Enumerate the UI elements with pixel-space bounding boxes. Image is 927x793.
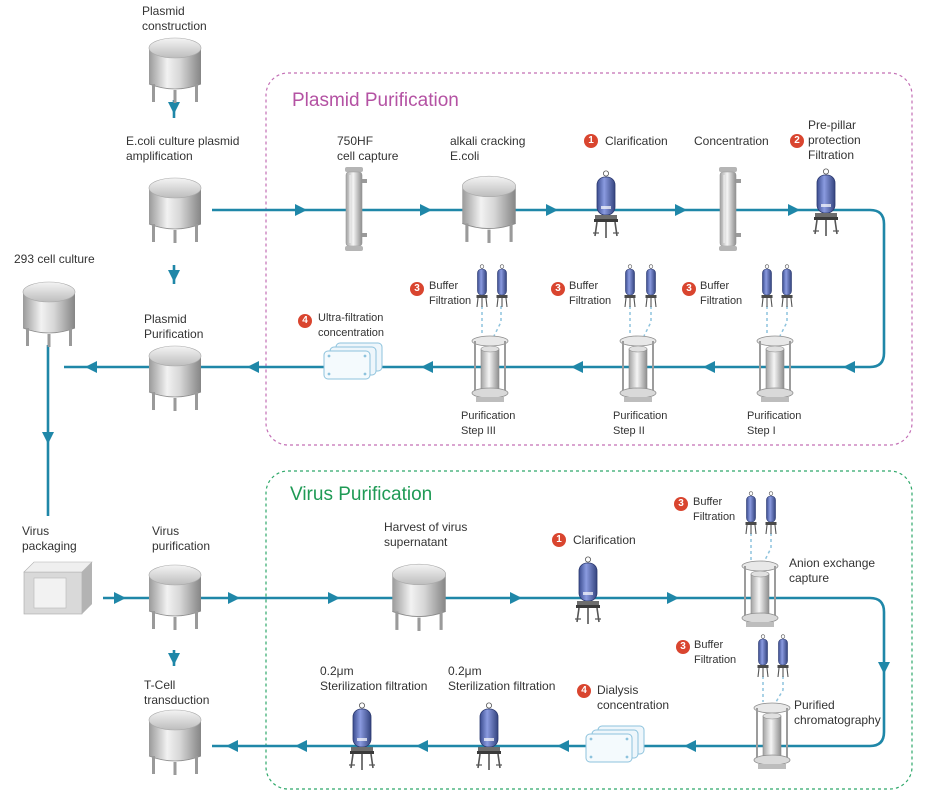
label-ecoli-culture: E.coli culture plasmid amplification bbox=[126, 134, 240, 163]
badge-ultrafiltration: 4 bbox=[298, 314, 312, 328]
chrom-step1 bbox=[756, 335, 794, 403]
label-tcell: T-Cell transduction bbox=[144, 678, 210, 707]
clarification-filter bbox=[592, 170, 620, 239]
tank-293 bbox=[22, 281, 76, 348]
label-steril-2: 0.2μm Sterilization filtration bbox=[448, 664, 556, 693]
chrom-step2 bbox=[619, 335, 657, 403]
plasmid-section-title: Plasmid Purification bbox=[292, 90, 459, 111]
purified-vial-a bbox=[756, 634, 770, 678]
badge-plasmid-clarification: 1 bbox=[584, 134, 598, 148]
anion-vial-a bbox=[744, 491, 758, 535]
buffer-vial-2a bbox=[623, 264, 637, 308]
label-plasmid-purification: Plasmid Purification bbox=[144, 312, 204, 341]
dialysis-cassette bbox=[585, 725, 645, 763]
label-buffer-step2: Buffer Filtration bbox=[569, 280, 612, 307]
buffer-vial-1a bbox=[760, 264, 774, 308]
label-concentration: Concentration bbox=[694, 134, 769, 148]
label-purification-step3: Purification Step III bbox=[461, 410, 516, 437]
label-buffer-step3: Buffer Filtration bbox=[429, 280, 472, 307]
steril-filter-2 bbox=[475, 702, 503, 771]
anion-vial-b bbox=[764, 491, 778, 535]
virus-section-border bbox=[265, 470, 913, 790]
badge-purified-buffer: 3 bbox=[676, 640, 690, 654]
tank-plasmid-construction bbox=[148, 37, 202, 104]
tank-harvest bbox=[391, 563, 447, 632]
label-harvest: Harvest of virus supernatant bbox=[384, 520, 468, 549]
badge-buffer-step1: 3 bbox=[682, 282, 696, 296]
buffer-vial-2b bbox=[644, 264, 658, 308]
badge-virus-clarification: 1 bbox=[552, 533, 566, 547]
label-virus-purification: Virus purification bbox=[152, 524, 211, 553]
label-anion: Anion exchange capture bbox=[789, 556, 876, 585]
ultrafiltration-cassette bbox=[323, 342, 383, 380]
label-anion-buffer: Buffer Filtration bbox=[693, 496, 736, 523]
label-purification-step2: Purification Step II bbox=[613, 410, 668, 437]
purified-vial-b bbox=[776, 634, 790, 678]
label-virus-packaging: Virus packaging bbox=[22, 524, 77, 553]
tank-ecoli bbox=[148, 177, 202, 244]
chrom-anion bbox=[741, 560, 779, 628]
virus-packaging-box bbox=[23, 561, 93, 615]
label-750hf: 750HF cell capture bbox=[337, 134, 399, 163]
badge-anion-buffer: 3 bbox=[674, 497, 688, 511]
virus-clarification-filter bbox=[574, 556, 602, 625]
badge-buffer-step2: 3 bbox=[551, 282, 565, 296]
label-plasmid-construction: Plasmid construction bbox=[142, 4, 207, 33]
steril-filter-1 bbox=[348, 702, 376, 771]
label-prepillar: Pre-pillar protection Filtration bbox=[808, 118, 861, 162]
label-ultrafiltration: Ultra-filtration concentration bbox=[318, 312, 385, 339]
badge-buffer-step3: 3 bbox=[410, 282, 424, 296]
label-purified: Purified chromatography bbox=[794, 698, 881, 727]
label-purification-step1: Purification Step I bbox=[747, 410, 802, 437]
buffer-vial-1b bbox=[780, 264, 794, 308]
tank-alkali bbox=[461, 175, 517, 244]
tank-virus-purification bbox=[148, 564, 202, 631]
plasmid-section-border bbox=[265, 72, 913, 446]
virus-section-title: Virus Purification bbox=[290, 484, 433, 505]
label-purified-buffer: Buffer Filtration bbox=[694, 639, 737, 666]
chrom-step3 bbox=[471, 335, 509, 403]
prepillar-filter bbox=[812, 168, 840, 237]
chrom-purified bbox=[753, 702, 791, 770]
tank-tcell bbox=[148, 709, 202, 776]
label-293-cell: 293 cell culture bbox=[14, 252, 95, 266]
buffer-vial-3a bbox=[475, 264, 489, 308]
label-steril-1: 0.2μm Sterilization filtration bbox=[320, 664, 428, 693]
label-plasmid-clarification: Clarification bbox=[605, 134, 668, 148]
label-dialysis: Dialysis concentration bbox=[597, 683, 670, 712]
label-buffer-step1: Buffer Filtration bbox=[700, 280, 743, 307]
tank-plasmid-purification bbox=[148, 345, 202, 412]
badge-prepillar: 2 bbox=[790, 134, 804, 148]
badge-dialysis: 4 bbox=[577, 684, 591, 698]
buffer-vial-3b bbox=[495, 264, 509, 308]
label-virus-clarification: Clarification bbox=[573, 533, 636, 547]
label-alkali: alkali cracking E.coli bbox=[450, 134, 526, 163]
